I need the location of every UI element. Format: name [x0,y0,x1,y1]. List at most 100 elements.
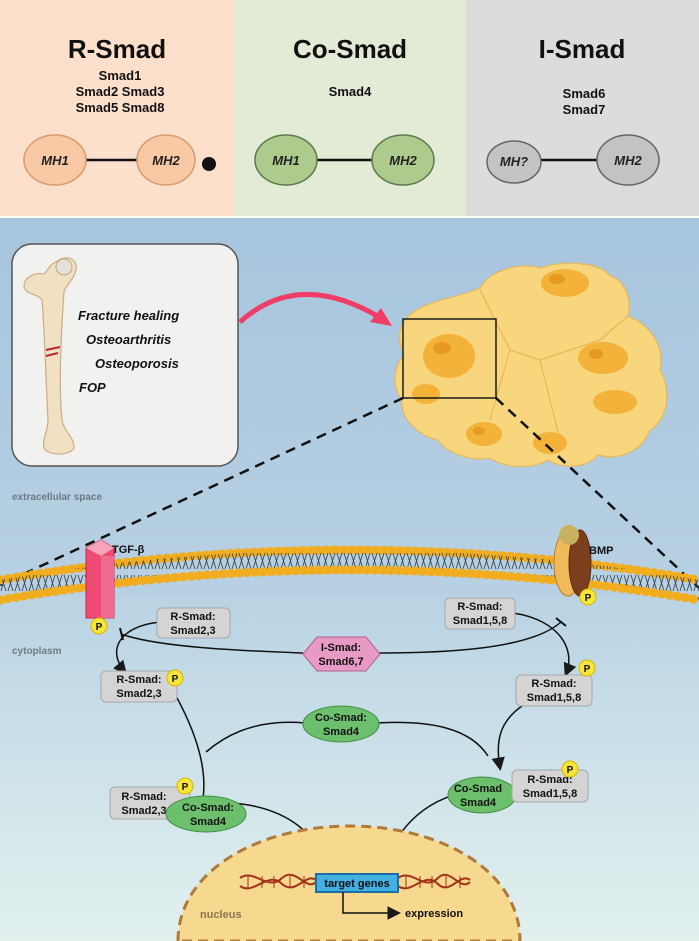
ismad-inhibit-bmp [377,621,562,654]
rsmad23-phosphorylated: R-Smad: Smad2,3 P [100,669,184,703]
cell-cluster [394,262,668,468]
svg-text:Smad6,7: Smad6,7 [318,656,363,668]
svg-text:R-Smad:: R-Smad: [116,674,161,686]
rsmad-mh1-domain [23,134,87,186]
zoom-box [402,318,497,399]
rsmad-ssxs-motif [202,157,216,171]
cytoplasm-label: cytoplasm [12,646,62,657]
cosmad-mh1-label: MH1 [272,153,299,168]
phospho-icon [578,659,596,677]
svg-text:Smad2,3: Smad2,3 [116,688,161,700]
rsmad-mh2-label: MH2 [152,153,180,168]
arrow-cosmad-right [375,721,489,757]
svg-text:Smad4: Smad4 [190,816,227,828]
rsmad158-phosphorylated: R-Smad: Smad1,5,8 P [515,659,596,707]
dna-helix-icon [239,873,317,890]
zoom-line-right [495,397,699,589]
bmp-label: BMP [589,545,613,557]
extracellular-space-label: extracellular space [12,492,102,503]
tgfb-receptor: TGF-β P [85,539,145,635]
panel-cosmad: Co-Smad Smad4 MH1 MH2 [234,0,466,216]
red-curved-arrow [238,292,386,324]
panel-rsmad: R-Smad Smad1 Smad2 Smad3 Smad5 Smad8 MH1… [0,0,234,216]
phospho-icon [166,669,184,687]
svg-text:R-Smad:: R-Smad: [170,611,215,623]
rsmad158-inactive: R-Smad: Smad1,5,8 [444,597,516,630]
arrow-cosmad-left [205,721,306,753]
tgfb-label: TGF-β [112,544,145,556]
ismad-mh2-domain [596,134,660,186]
dna-helix-icon [397,873,471,890]
svg-text:Smad1,5,8: Smad1,5,8 [453,615,507,627]
svg-text:I-Smad:: I-Smad: [321,642,361,654]
svg-text:P: P [567,765,574,776]
ismad-member-1: Smad6 [563,86,606,101]
target-genes-label: target genes [324,878,389,890]
zoom-line-left [0,396,404,587]
nucleus-label: nucleus [200,909,242,921]
red-arrowhead-icon [370,308,392,326]
svg-text:P: P [584,664,591,675]
ismad-mh-unknown-label: MH? [500,154,528,169]
svg-text:Smad4: Smad4 [460,797,497,809]
svg-text:Smad1,5,8: Smad1,5,8 [527,692,581,704]
rsmad-member-1: Smad1 [99,68,142,83]
ismad-mh2-label: MH2 [614,153,642,168]
cell-nucleus [423,334,475,378]
svg-text:Smad2,3: Smad2,3 [121,805,166,817]
ismad-inhibit-tgfb [120,633,304,654]
phospho-icon [90,617,108,635]
arrow-rsmad158-complex [491,703,526,771]
disease-item: Fracture healing [78,308,179,323]
expression-label: expression [405,908,463,920]
ismad67: I-Smad: Smad6,7 [302,636,381,672]
rsmad-mh1-label: MH1 [41,153,68,168]
target-genes-box [315,873,399,893]
svg-text:Smad4: Smad4 [323,726,360,738]
rsmad23-inactive: R-Smad: Smad2,3 [156,607,231,639]
ismad-title: I-Smad [539,34,626,64]
rsmad-mh2-domain [136,134,196,186]
bmp-receptor: BMP P [553,525,613,606]
disease-item: Osteoarthritis [86,332,171,347]
svg-text:R-Smad:: R-Smad: [121,791,166,803]
rsmad-member-2: Smad2 Smad3 [76,84,165,99]
svg-text:Smad2,3: Smad2,3 [170,625,215,637]
complex-rsmad23-cosmad4: R-Smad: Smad2,3 P Co-Smad: Smad4 [109,777,247,833]
disease-item: FOP [79,380,106,395]
ismad-member-2: Smad7 [563,102,606,117]
phospho-icon [561,760,579,778]
svg-text:R-Smad:: R-Smad: [457,601,502,613]
svg-text:R-Smad:: R-Smad: [527,774,572,786]
svg-text:Co-Smad:: Co-Smad: [182,802,234,814]
nucleus: nucleus target genes expression [176,824,522,941]
cosmad-mh1-domain [254,134,318,186]
arrow-rsmad23-activation [113,621,161,675]
disease-box: Fracture healing Osteoarthritis Osteopor… [11,243,239,467]
rsmad-member-3: Smad5 Smad8 [76,100,165,115]
svg-text:P: P [96,622,103,633]
svg-text:P: P [172,674,179,685]
cosmad-member-1: Smad4 [329,84,372,99]
rsmad-title: R-Smad [68,34,166,64]
svg-text:Smad1,5,8: Smad1,5,8 [523,788,577,800]
svg-text:Co-Smad:: Co-Smad: [315,712,367,724]
ismad-mh-unknown-domain [486,140,542,184]
phospho-icon [176,777,194,795]
arrow-rsmad158-activation [512,612,577,677]
disease-item: Osteoporosis [95,356,179,371]
phospho-icon [579,588,597,606]
femur-bone-icon [23,257,77,455]
complex-rsmad158-cosmad4: Co-Smad Smad4 R-Smad: Smad1,5,8 P [447,760,589,814]
cosmad-mh2-label: MH2 [389,153,417,168]
panel-ismad: I-Smad Smad6 Smad7 MH? MH2 [466,0,699,216]
svg-text:R-Smad:: R-Smad: [531,678,576,690]
cosmad-title: Co-Smad [293,34,407,64]
svg-text:P: P [182,782,189,793]
svg-text:P: P [585,593,592,604]
svg-text:Co-Smad: Co-Smad [454,783,502,795]
cosmad-mh2-domain [371,134,435,186]
expression-arrow [342,892,401,920]
